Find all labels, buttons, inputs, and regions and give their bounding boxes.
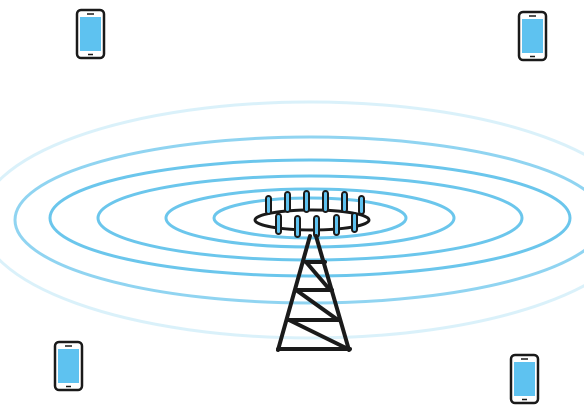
smartphone-icon <box>77 10 104 58</box>
phone-bottom-left <box>55 342 82 390</box>
phone-top-right <box>519 12 546 60</box>
smartphone-icon <box>55 342 82 390</box>
smartphone-icon <box>511 355 538 403</box>
phone-top-left <box>77 10 104 58</box>
tower-mast <box>278 236 350 350</box>
cell-tower-icon <box>255 191 369 350</box>
phone-bottom-right <box>511 355 538 403</box>
smartphone-icon <box>519 12 546 60</box>
